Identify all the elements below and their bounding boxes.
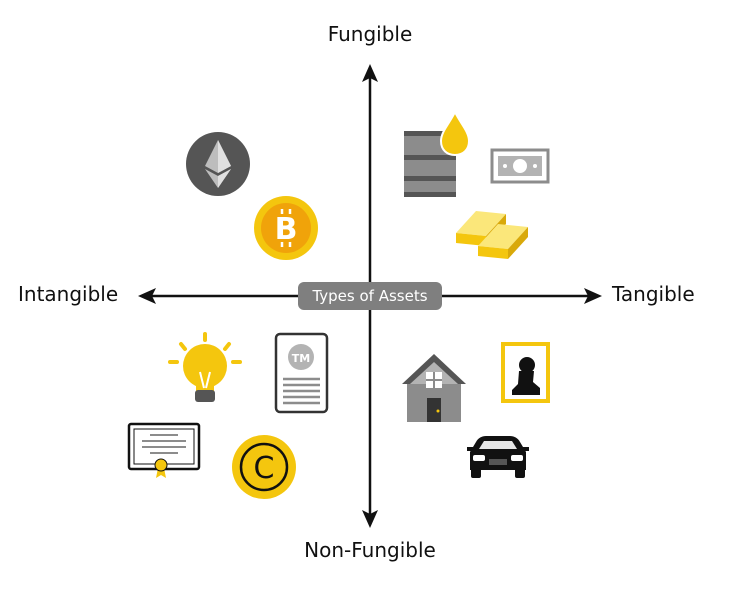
bitcoin-coin-icon: B [254, 196, 318, 260]
house-icon [402, 354, 466, 422]
axis-label-tangible: Tangible [612, 282, 695, 306]
trademark-text: TM [292, 352, 310, 365]
arrow-down-icon [362, 510, 378, 528]
copyright-icon: C [232, 435, 296, 499]
certificate-icon [127, 422, 201, 478]
lightbulb-idea-icon [168, 332, 242, 402]
trademark-document-icon: TM [274, 332, 329, 414]
gold-bars-icon [456, 211, 528, 259]
oil-barrel-icon [404, 109, 471, 197]
ethereum-coin-icon [186, 132, 250, 196]
car-icon [467, 436, 529, 478]
banknote-icon [490, 148, 550, 184]
axis-label-intangible: Intangible [18, 282, 119, 306]
arrow-up-icon [362, 64, 378, 82]
portrait-frame-icon [501, 342, 550, 403]
arrow-right-icon [584, 288, 602, 304]
bitcoin-letter: B [275, 212, 298, 247]
center-label-badge: Types of Assets [298, 282, 442, 310]
arrow-left-icon [138, 288, 156, 304]
axis-label-fungible: Fungible [327, 22, 413, 46]
copyright-letter: C [254, 451, 275, 486]
axis-label-non-fungible: Non-Fungible [304, 538, 436, 562]
